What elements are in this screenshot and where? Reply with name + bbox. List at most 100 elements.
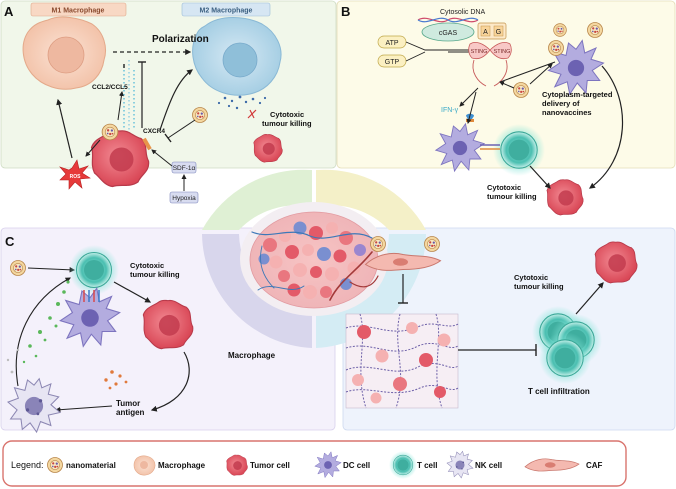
m1-nucleus: [47, 36, 85, 74]
sting-to-ifn-arrow: [459, 87, 479, 107]
gtp-line: [405, 51, 426, 62]
d-t-cell-3: [538, 331, 592, 385]
sdf-box: [171, 161, 197, 174]
c-killing-l1: Cytotoxic: [130, 261, 164, 270]
sdf-label: SDF-1α: [173, 165, 196, 172]
a-killing-l2: tumour killing: [262, 119, 312, 128]
blocked-mark-2: [247, 109, 257, 119]
tumor-mass-cells: [258, 221, 366, 299]
c-antigen-to-nk-arrow: [54, 405, 113, 413]
legend-nanomaterial-icon: [47, 457, 63, 473]
cxcr4-receptor: [142, 137, 152, 151]
ros-label: ROS: [70, 174, 82, 180]
c-nano-to-tcell-arrow: [27, 267, 76, 273]
cxcr4-label: CXCR4: [143, 128, 165, 135]
c-tcell-to-tumor-arrow: [113, 281, 152, 303]
legend-title: Legend:: [11, 460, 44, 470]
legend-macrophage-icon: [133, 455, 156, 476]
panel-a-letter: A: [4, 4, 14, 19]
b-tcr-link: [480, 144, 500, 150]
legend-item-nanomaterial: nanomaterial: [66, 461, 116, 470]
d-infiltration-label: T cell infiltration: [528, 387, 590, 396]
ros-to-m1-arrow: [56, 98, 73, 159]
gtp-label: GTP: [385, 59, 400, 66]
legend-item-nk: NK cell: [475, 461, 502, 470]
cgas-shape: [421, 22, 475, 42]
m1-title-box: [30, 2, 127, 17]
c-nk-to-tcell-arrow: [15, 277, 71, 387]
cgamp-g: G: [496, 29, 501, 36]
b-nanomaterial-2: [587, 22, 603, 38]
b-killing-l1: Cytotoxic: [487, 183, 521, 192]
c-killing-l2: tumour killing: [130, 270, 180, 279]
a-killing-l1: Cytotoxic: [270, 110, 304, 119]
a-nanomaterial-1: [101, 123, 119, 141]
a-tumor-cell-killed: [253, 133, 283, 163]
sting-label-1: STING: [471, 49, 488, 55]
b-tcell-to-tumor-arrow: [529, 165, 551, 189]
c-t-cell: [68, 244, 120, 296]
delivery-l2: delivery of: [542, 99, 580, 108]
legend-item-dc: DC cell: [343, 461, 370, 470]
cgas-label: cGAS: [439, 30, 458, 37]
m2-nucleus: [222, 42, 258, 78]
d-nanomaterial-2: [424, 236, 440, 252]
c-macrophage-label: Macrophage: [228, 351, 276, 360]
m2-title-box: [181, 2, 271, 17]
tumor-to-m2-arrow: [159, 69, 193, 131]
hypoxia-box: [169, 191, 199, 204]
c-antigen-l2: antigen: [116, 408, 145, 417]
delivery-l1: Cytoplasm-targeted: [542, 90, 613, 99]
c-tumor-cell: [142, 299, 194, 350]
ros-burst: [59, 159, 91, 190]
dna-label: Cytosolic DNA: [440, 9, 485, 16]
sdf-arrow: [151, 149, 173, 167]
c-green-dots: [22, 280, 70, 364]
panel-b-letter: B: [341, 4, 350, 19]
nano-to-sting-arrow: [499, 81, 515, 89]
nano-to-ros-arrow: [85, 139, 101, 157]
d-nanomaterial-1: [370, 236, 386, 252]
panel-c-letter: C: [5, 234, 15, 249]
d-tcell-to-tumor-arrow: [575, 282, 604, 315]
legend-box: [2, 440, 627, 487]
sting-left: [468, 42, 491, 60]
c-antigen-l1: Tumor: [116, 399, 140, 408]
c-nanomaterial: [10, 260, 26, 276]
c-tcr-link: [83, 290, 100, 302]
c-antigen-dots: [104, 370, 128, 390]
b-dc-to-tumor-arrow: [589, 65, 624, 189]
c-tumor-to-antigen-arrow: [150, 351, 190, 412]
ifn-label: IFN-γ: [441, 107, 459, 114]
atp-line: [405, 41, 470, 51]
sting-label-2: STING: [494, 49, 511, 55]
sting-right: [489, 42, 512, 60]
legend-item-macrophage: Macrophage: [158, 461, 206, 470]
legend-item-tcell: T cell: [417, 461, 437, 470]
legend-tumor-icon: [226, 454, 248, 476]
b-nanomaterial-1: [548, 40, 564, 56]
dna-strand-2: [417, 17, 479, 23]
m2-secretion-dots: [217, 95, 267, 110]
b-tumor-cell: [546, 179, 584, 216]
ccl-label: CCL2/CCL5: [92, 84, 128, 91]
nano-to-dc-arrow: [529, 63, 553, 85]
m1-title: M1 Macrophage: [52, 8, 105, 15]
nano-to-ccl-arrow: [117, 91, 124, 121]
b-nanomaterial-3: [553, 23, 567, 37]
atp-label: ATP: [385, 40, 398, 47]
d-tumor-cell: [594, 241, 638, 284]
a-tumor-cell: [90, 129, 150, 188]
legend-item-tumor: Tumor cell: [250, 461, 290, 470]
cgamp-a: A: [483, 29, 488, 36]
hypoxia-label: Hypoxia: [172, 195, 196, 202]
b-killing-l2: tumour killing: [487, 192, 537, 201]
b-t-cell: [492, 123, 546, 177]
d-killing-l1: Cytotoxic: [514, 273, 548, 282]
delivery-l3: nanovaccines: [542, 108, 592, 117]
polarization-label: Polarization: [152, 34, 209, 45]
legend-item-caf: CAF: [586, 461, 603, 470]
legend-tcell-icon: [388, 450, 418, 480]
m2-title: M2 Macrophage: [200, 8, 253, 15]
